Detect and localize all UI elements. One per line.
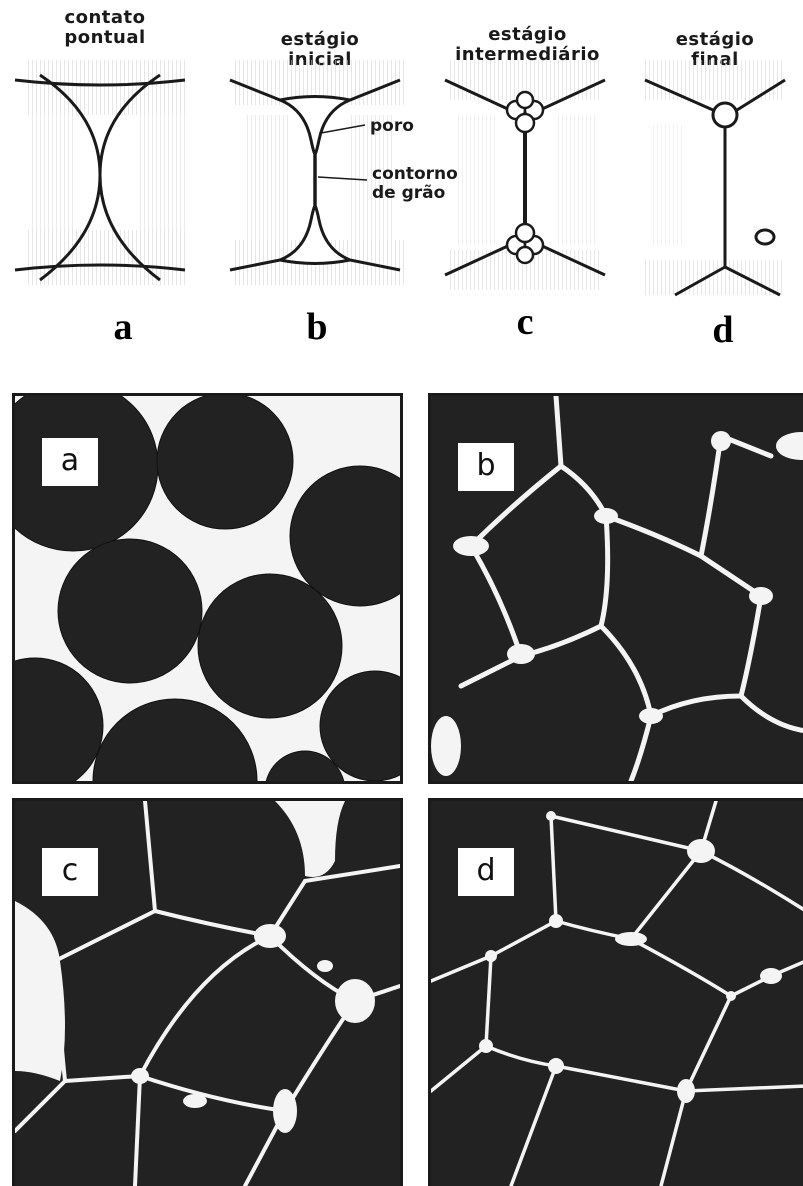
stage-a-letter: a — [93, 305, 153, 349]
stage-b-title-line1: estágio — [255, 30, 385, 50]
micrograph-a: a — [12, 393, 403, 784]
stage-a-title-line1: contato — [35, 8, 175, 28]
micrograph-d: d — [428, 798, 803, 1186]
stage-d-letter: d — [693, 308, 753, 352]
stage-a-title: contato pontual — [35, 8, 175, 48]
micrograph-b-label: b — [456, 441, 516, 493]
micrograph-c-label: c — [40, 846, 100, 898]
stage-d-title-line1: estágio — [660, 30, 770, 50]
micrograph-c: c — [12, 798, 403, 1186]
stage-c-title-line1: estágio — [440, 25, 615, 45]
micrograph-a-label: a — [40, 436, 100, 488]
stage-a-title-line2: pontual — [35, 28, 175, 48]
micrograph-d-label: d — [456, 846, 516, 898]
stage-c-diagram — [430, 55, 620, 305]
pore-callout: poro — [370, 117, 414, 136]
stage-d-diagram — [625, 55, 803, 305]
stage-b-letter: b — [287, 305, 347, 349]
stage-a-diagram — [0, 55, 210, 305]
stage-c-letter: c — [495, 300, 555, 344]
micrograph-b: b — [428, 393, 803, 784]
